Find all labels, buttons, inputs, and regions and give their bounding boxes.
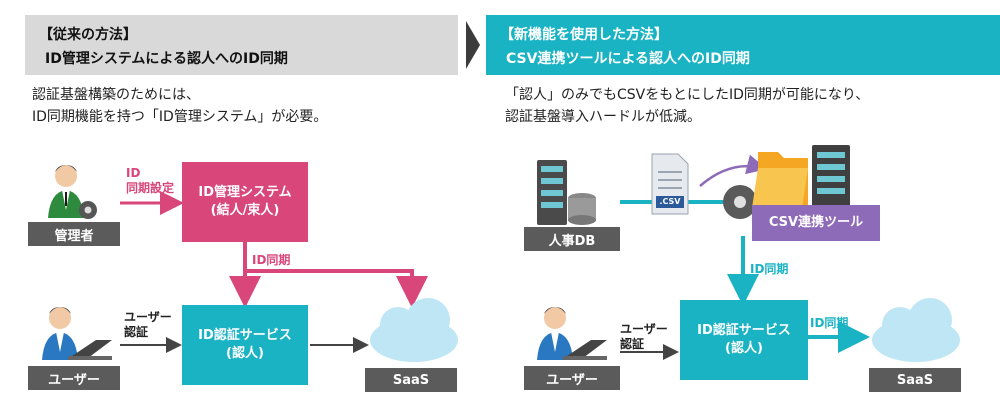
edge-user-auth-right-line2: 認証 (620, 337, 645, 351)
edge-id-sync-saas-label: ID同期 (810, 316, 849, 330)
edge-idm-to-saas (245, 269, 428, 308)
csv-document-icon (651, 153, 689, 215)
idm-system-box: ID管理システム (結人/束人) (182, 162, 308, 242)
edge-id-sync-setting-line1: ID (126, 166, 141, 180)
description-left-line1: 認証基盤構築のためには、 (32, 87, 200, 103)
header-right-line1: 【新機能を使用した方法】 (500, 27, 668, 43)
id-auth-service-left-title: ID認証サービス (198, 328, 292, 343)
header-left-line2: ID管理システムによる認人へのID同期 (45, 51, 288, 67)
user-left-label: ユーザー (28, 366, 120, 390)
saas-right-label: SaaS (869, 368, 961, 392)
user-right-label: ユーザー (524, 366, 620, 390)
hrdb-label: 人事DB (524, 227, 620, 251)
header-left-line1: 【従来の方法】 (39, 27, 137, 43)
id-auth-service-left-subtitle: (認人) (226, 346, 264, 361)
edge-user-auth-left-line2: 認証 (124, 325, 149, 339)
folder-icon (752, 152, 808, 208)
admin-label: 管理者 (28, 222, 120, 246)
header-right-line2: CSV連携ツールによる認人へのID同期 (506, 51, 750, 67)
tool-server-icon (812, 145, 850, 211)
description-right-line1: 「認人」のみでもCSVをもとにしたID同期が可能になり、 (505, 87, 870, 103)
csv-tool-box: CSV連携ツール (752, 205, 880, 241)
description-right: 「認人」のみでもCSVをもとにしたID同期が可能になり、 認証基盤導入ハードルが… (505, 84, 869, 128)
description-left: 認証基盤構築のためには、 ID同期機能を持つ「ID管理システム」が必要。 (32, 84, 327, 128)
id-auth-service-right-subtitle: (認人) (725, 341, 763, 356)
laptop-right-icon (563, 340, 607, 360)
edge-user-auth-right-label: ユーザー 認証 (620, 322, 668, 352)
id-auth-service-left-box: ID認証サービス (認人) (182, 305, 308, 385)
description-right-line2: 認証基盤導入ハードルが低減。 (505, 109, 701, 125)
edge-id-sync-left-label: ID同期 (252, 253, 291, 267)
edge-user-auth-right-line1: ユーザー (620, 322, 668, 336)
id-auth-service-right-box: ID認証サービス (認人) (680, 300, 808, 380)
idm-system-title: ID管理システム (198, 185, 292, 200)
admin-person-icon (48, 165, 84, 218)
chevron-right-icon (466, 21, 480, 69)
header-left: 【従来の方法】 ID管理システムによる認人へのID同期 (25, 15, 458, 75)
laptop-left-icon (68, 340, 112, 360)
id-auth-service-right-title: ID認証サービス (697, 323, 791, 338)
edge-id-sync-setting-label: ID 同期設定 (126, 166, 174, 196)
description-left-line2: ID同期機能を持つ「ID管理システム」が必要。 (32, 109, 328, 125)
saas-left-label: SaaS (365, 368, 457, 392)
header-right: 【新機能を使用した方法】 CSV連携ツールによる認人へのID同期 (486, 15, 1000, 75)
saas-cloud-left-icon (370, 298, 458, 362)
csv-file-label: .CSV (659, 197, 681, 206)
admin-gear-icon (79, 201, 97, 219)
edge-user-auth-left-line1: ユーザー (124, 310, 172, 324)
idm-system-subtitle: (結人/束人) (210, 203, 280, 218)
edge-id-sync-down-label: ID同期 (750, 262, 789, 276)
saas-cloud-right-icon (872, 298, 960, 362)
edge-user-auth-left-label: ユーザー 認証 (124, 310, 172, 340)
edge-csv-to-folder (699, 154, 767, 187)
hrdb-server-icon (537, 160, 596, 225)
user-left-person-icon (42, 307, 78, 360)
user-right-person-icon (537, 307, 573, 360)
edge-id-sync-setting-line2: 同期設定 (126, 181, 175, 195)
gear-icon (723, 185, 757, 219)
